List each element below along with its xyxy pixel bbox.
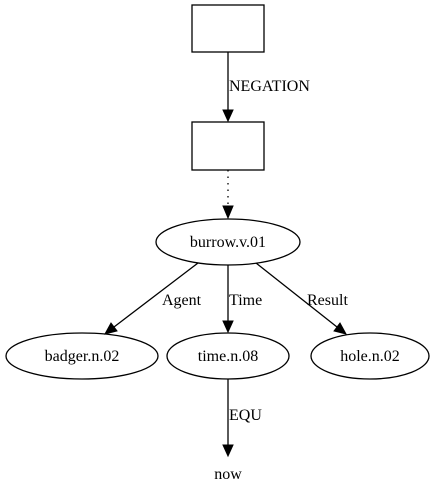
edge-equ-label: EQU <box>229 407 262 424</box>
edge-agent-line <box>113 262 199 328</box>
node-time-label: time.n.08 <box>198 348 258 365</box>
edge-dotted-arrowhead <box>222 205 234 220</box>
node-badger-shape <box>5 332 159 380</box>
edge-negation-label: NEGATION <box>229 78 310 95</box>
edge-equ-arrowhead <box>222 444 234 458</box>
edge-negation-arrowhead <box>222 109 234 123</box>
edge-agent-label: Agent <box>162 292 202 309</box>
box-node-middle <box>191 121 265 171</box>
node-badger-label: badger.n.02 <box>45 348 120 365</box>
edge-result-label: Result <box>307 292 348 309</box>
edge-agent-arrowhead <box>104 322 118 335</box>
edge-time-label: Time <box>229 292 262 309</box>
edge-result-line <box>255 262 338 328</box>
edge-result-arrowhead <box>333 322 347 335</box>
edge-time-arrowhead <box>222 320 234 334</box>
node-hole-shape <box>310 332 430 380</box>
node-now-label: now <box>214 466 242 483</box>
box-node-top <box>191 4 265 53</box>
node-burrow-label: burrow.v.01 <box>190 234 266 251</box>
node-hole-label: hole.n.02 <box>340 348 400 365</box>
